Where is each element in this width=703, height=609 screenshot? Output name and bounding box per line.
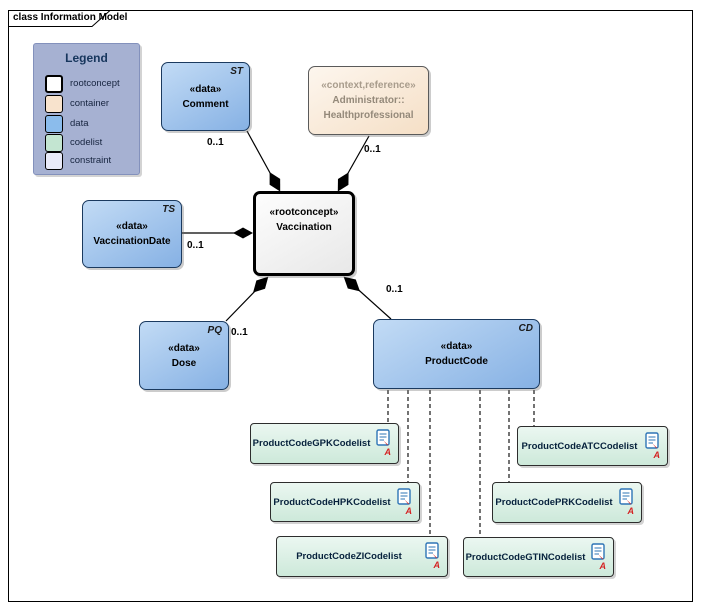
legend-item-constraint: constraint — [45, 151, 111, 170]
legend-item-label: rootconcept — [70, 78, 120, 89]
rootconcept-swatch — [45, 74, 63, 93]
connector-comment-vaccination[interactable] — [246, 130, 285, 194]
codelist-atc[interactable]: ProductCodeATCCodelist A — [517, 426, 668, 466]
node-name: ProductCode — [425, 356, 488, 367]
node-vaccination[interactable]: «rootconcept» Vaccination — [253, 191, 355, 276]
codelist-gpk[interactable]: ProductCodeGPKCodelist A — [250, 423, 399, 464]
diagram-title-tab — [8, 10, 112, 27]
legend-item-label: data — [70, 118, 89, 129]
connector-vaccinationdate-vaccination[interactable] — [182, 227, 253, 239]
connector-dose-vaccination[interactable] — [225, 273, 273, 322]
artifact-marker: A — [627, 506, 635, 516]
legend-item-rootconcept: rootconcept — [45, 74, 120, 93]
composition-diamond — [233, 227, 253, 239]
document-icon — [397, 488, 411, 505]
codelist-label: ProductCodeGTINCodelist — [465, 551, 586, 563]
artifact-marker: A — [384, 447, 392, 457]
stereotype: «data» — [189, 83, 222, 95]
stereotype: «data» — [168, 342, 200, 354]
multiplicity-dose: 0..1 — [231, 327, 248, 338]
legend-item-label: container — [70, 98, 110, 109]
node-name: VaccinationDate — [93, 236, 171, 247]
document-icon — [376, 429, 390, 446]
composition-diamond — [269, 172, 281, 192]
codelist-label: ProductCodeZICodelist — [296, 551, 402, 562]
type-tag: CD — [518, 323, 533, 334]
composition-diamond — [343, 276, 361, 292]
node-vaccinationdate[interactable]: TS «data» VaccinationDate — [82, 200, 182, 268]
document-icon — [619, 488, 633, 505]
composition-diamond — [337, 172, 349, 192]
node-name: Comment — [182, 98, 229, 110]
node-name: Dose — [171, 357, 197, 369]
stereotype: «rootconcept» — [269, 207, 339, 218]
codelist-gtin[interactable]: ProductCodeGTINCodelist A — [463, 537, 614, 577]
legend-item-codelist: codelist — [45, 133, 102, 152]
legend-item-label: codelist — [70, 137, 103, 148]
codelist-prk[interactable]: ProductCodePRKCodelist A — [492, 482, 642, 523]
multiplicity-administrator: 0..1 — [364, 144, 381, 155]
codelist-hpk[interactable]: ProductCodeHPKCodelist A — [270, 482, 420, 522]
codelist-label: ProductCodeHPKCodelist — [273, 496, 391, 508]
dependency-lines[interactable] — [387, 390, 535, 537]
data-swatch — [45, 114, 63, 133]
type-tag: ST — [230, 66, 243, 77]
artifact-marker: A — [433, 560, 441, 570]
node-administrator-healthprofessional[interactable]: «context,reference» Administrator:: Heal… — [308, 66, 429, 135]
stereotype: «data» — [116, 221, 148, 232]
artifact-marker: A — [405, 506, 413, 516]
legend-title: Legend — [65, 51, 108, 65]
codelist-swatch — [45, 133, 63, 152]
node-comment[interactable]: ST «data» Comment — [161, 62, 250, 131]
type-tag: TS — [162, 204, 175, 215]
artifact-marker: A — [599, 561, 607, 571]
codelist-label: ProductCodePRKCodelist — [495, 497, 613, 508]
document-icon — [425, 542, 439, 559]
node-name: Vaccination — [276, 222, 332, 233]
node-name-line1: Administrator:: — [332, 95, 405, 106]
artifact-marker: A — [653, 450, 661, 460]
legend-item-data: data — [45, 114, 89, 133]
multiplicity-productcode: 0..1 — [386, 284, 403, 295]
stereotype: «context,reference» — [321, 80, 416, 91]
legend-box[interactable]: Legend rootconcept container data codeli… — [33, 43, 140, 175]
document-icon — [591, 543, 605, 560]
composition-diamond — [253, 276, 269, 293]
codelist-label: ProductCodeATCCodelist — [521, 440, 638, 452]
codelist-zi[interactable]: ProductCodeZICodelist A — [276, 536, 448, 577]
multiplicity-comment: 0..1 — [207, 137, 224, 148]
connector-productcode-vaccination[interactable] — [340, 272, 392, 320]
multiplicity-vaccinationdate: 0..1 — [187, 240, 204, 251]
container-swatch — [45, 94, 63, 113]
node-dose[interactable]: PQ «data» Dose — [139, 321, 229, 390]
type-tag: PQ — [207, 325, 222, 336]
legend-item-container: container — [45, 94, 109, 113]
codelist-label: ProductCodeGPKCodelist — [252, 438, 371, 449]
document-icon — [645, 432, 659, 449]
constraint-swatch — [45, 151, 63, 170]
node-productcode[interactable]: CD «data» ProductCode — [373, 319, 540, 389]
legend-item-label: constraint — [70, 155, 112, 166]
node-name-line2: Healthprofessional — [323, 110, 414, 121]
diagram-title: class Information Model — [13, 12, 128, 23]
stereotype: «data» — [440, 341, 473, 352]
connector-administrator-vaccination[interactable] — [333, 135, 370, 194]
diagram-frame — [8, 10, 693, 602]
